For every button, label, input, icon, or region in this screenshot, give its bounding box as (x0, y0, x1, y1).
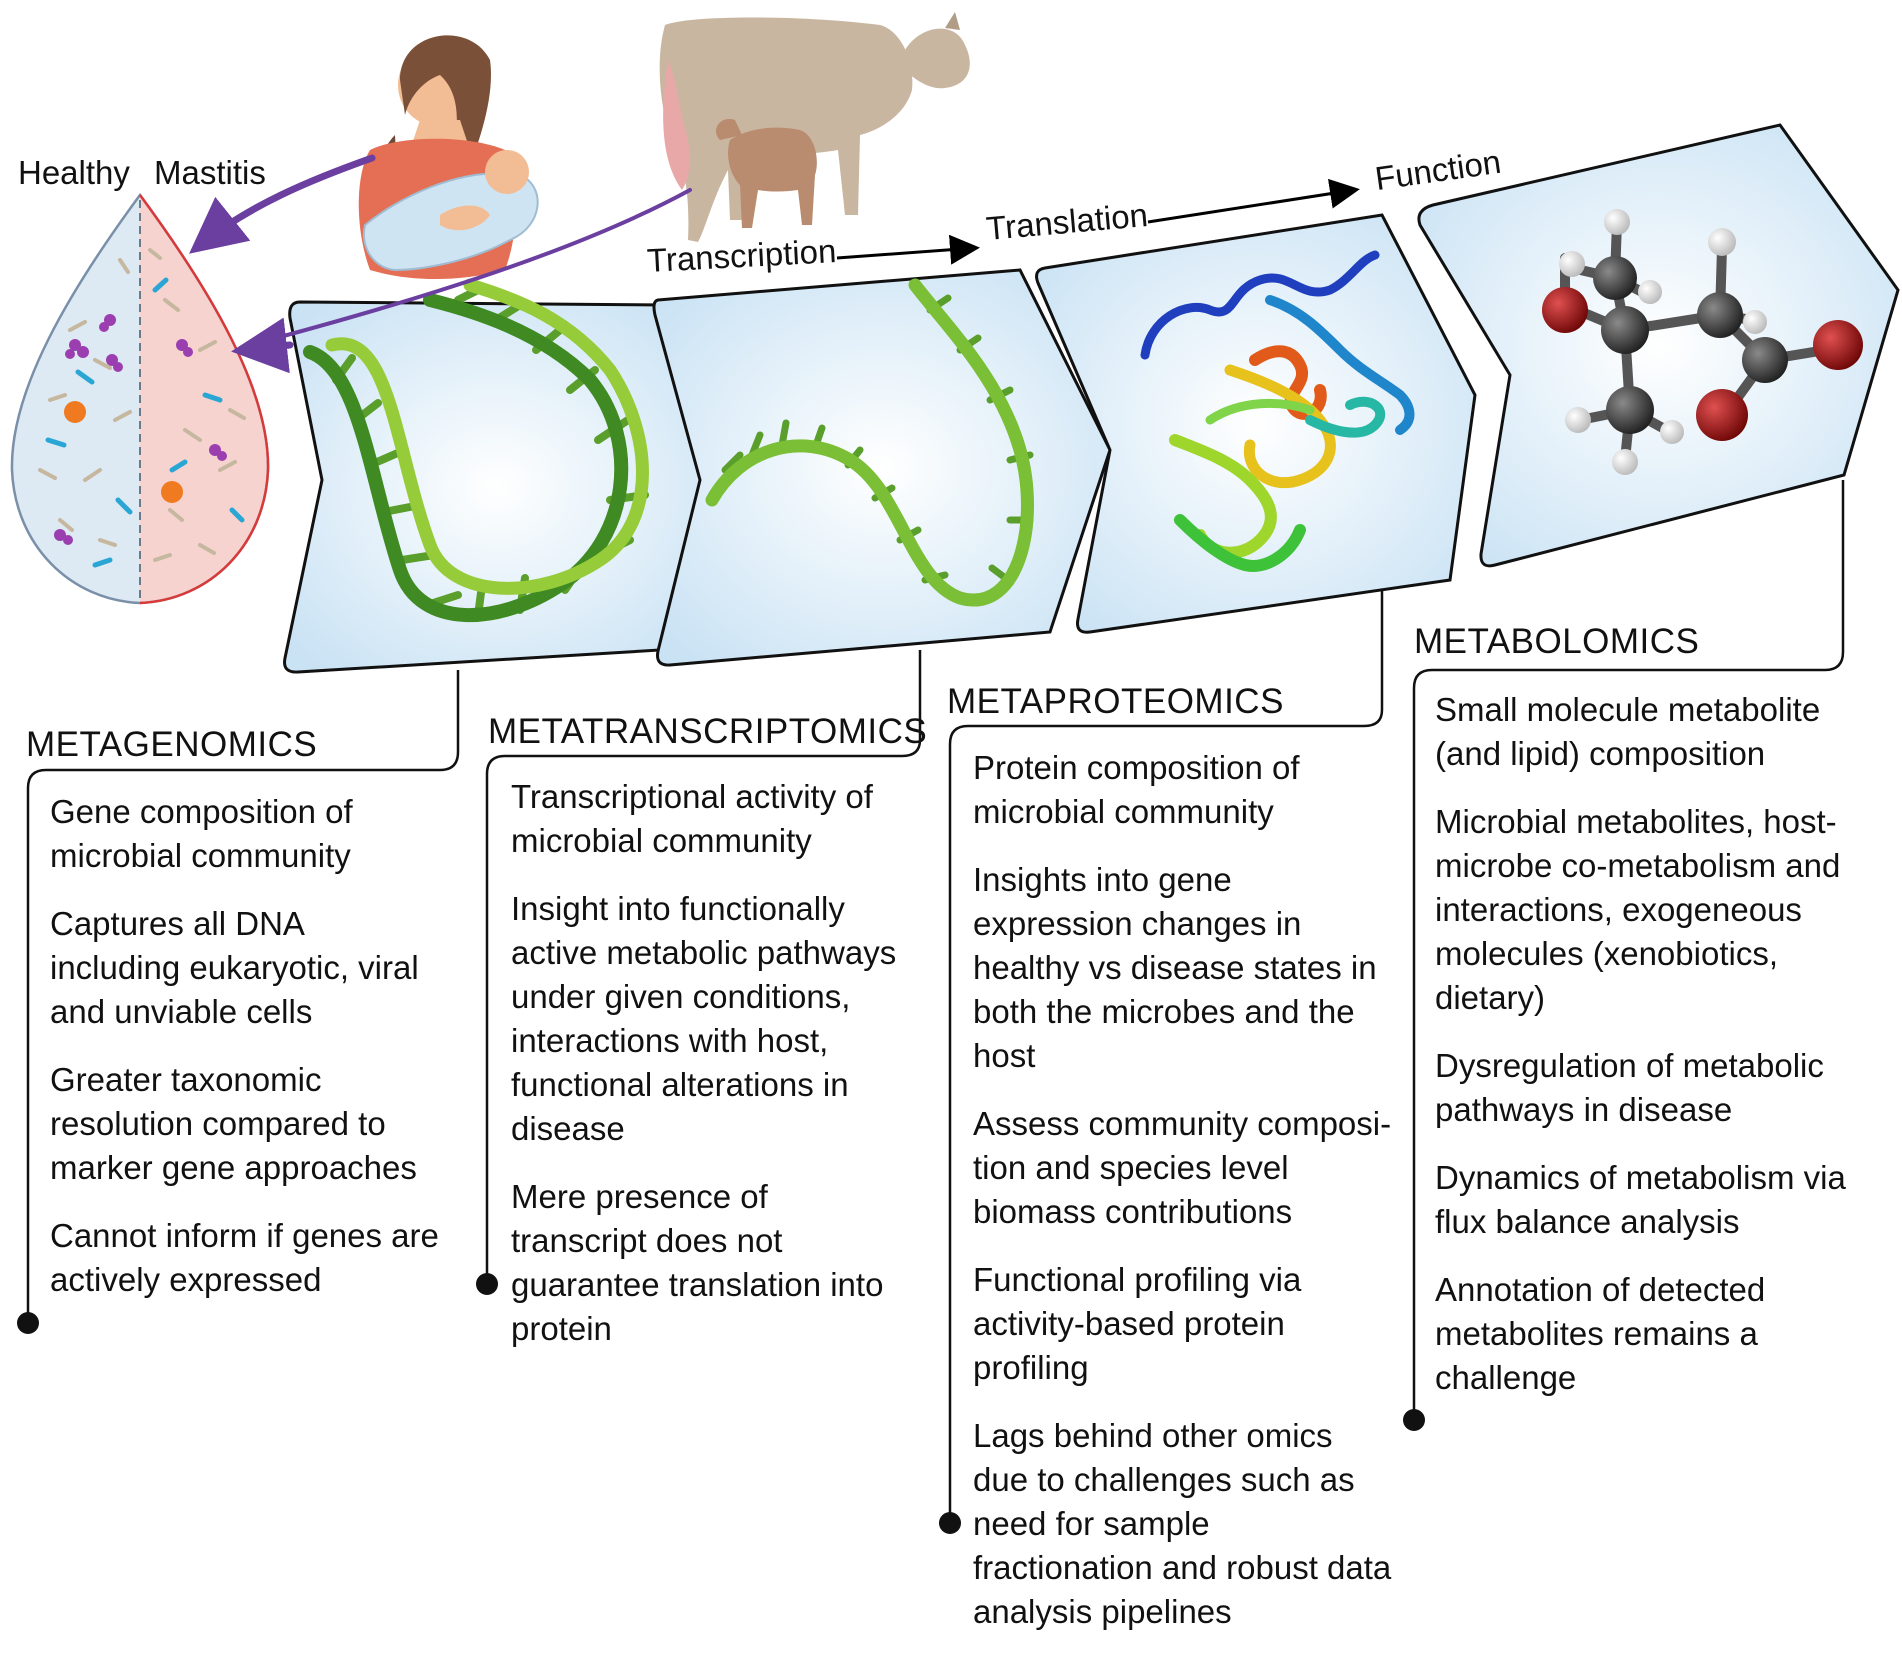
point: Functional profiling via activity-based … (973, 1261, 1302, 1386)
metagenomics-points: Gene composition of microbial community … (50, 790, 440, 1326)
healthy-label: Healthy (18, 154, 130, 191)
point: Cannot inform if genes are actively expr… (50, 1217, 439, 1298)
point: Microbial metabolites, host-microbe co-m… (1435, 803, 1841, 1016)
mother-baby-icon (358, 35, 539, 279)
metatranscriptomics-end-dot (476, 1273, 498, 1295)
point: Mere presence of transcript does not gua… (511, 1178, 884, 1347)
dna-double-helix-icon (303, 278, 649, 623)
metaproteomics-points: Protein composition of microbial communi… (973, 746, 1393, 1658)
metaproteomics-panel (1035, 213, 1477, 634)
point: Lags behind other omics due to challenge… (973, 1417, 1392, 1630)
rna-strand-icon (705, 278, 1034, 607)
metagenomics-end-dot (17, 1312, 39, 1334)
source-arrows (189, 154, 692, 374)
flow-arrows (836, 178, 1360, 265)
metabolite-molecule-icon (1542, 209, 1863, 475)
mastitis-label: Mastitis (154, 154, 266, 191)
point: Annotation of detected metabolites remai… (1435, 1271, 1766, 1396)
metatranscriptomics-panel (652, 268, 1112, 667)
omics-diagram-artwork (10, 12, 1900, 1534)
metatranscriptomics-points: Transcriptional activity of microbial co… (511, 775, 906, 1375)
metabolomics-title: METABOLOMICS (1414, 622, 1700, 661)
point: Small molecule metabolite (and lipid) co… (1435, 691, 1821, 772)
metabolomics-panel (1417, 123, 1900, 568)
metabolomics-points: Small molecule metabolite (and lipid) co… (1435, 688, 1875, 1424)
point: Dysregulation of metabolic pathways in d… (1435, 1047, 1824, 1128)
timeline-connectors (26, 480, 1845, 1523)
point: Greater taxonomic resolution compared to… (50, 1061, 417, 1186)
point: Protein composition of microbial communi… (973, 749, 1300, 830)
milk-drop-icon (10, 192, 270, 605)
metabolomics-end-dot (1403, 1409, 1425, 1431)
cow-calf-icon (659, 12, 970, 242)
point: Dynamics of metabolism via flux balance … (1435, 1159, 1846, 1240)
point: Captures all DNA including eukaryotic, v… (50, 905, 419, 1030)
point: Transcriptional activity of microbial co… (511, 778, 873, 859)
point: Insights into gene expression changes in… (973, 861, 1377, 1074)
point: Assess community composi-tion and specie… (973, 1105, 1392, 1230)
point: Insight into functionally active metabol… (511, 890, 897, 1147)
metatranscriptomics-title: METATRANSCRIPTOMICS (488, 712, 928, 751)
metagenomics-title: METAGENOMICS (26, 725, 318, 764)
metaproteomics-title: METAPROTEOMICS (947, 682, 1284, 721)
point: Gene composition of microbial community (50, 793, 353, 874)
protein-ribbon-icon (1140, 250, 1415, 572)
metaproteomics-end-dot (939, 1512, 961, 1534)
